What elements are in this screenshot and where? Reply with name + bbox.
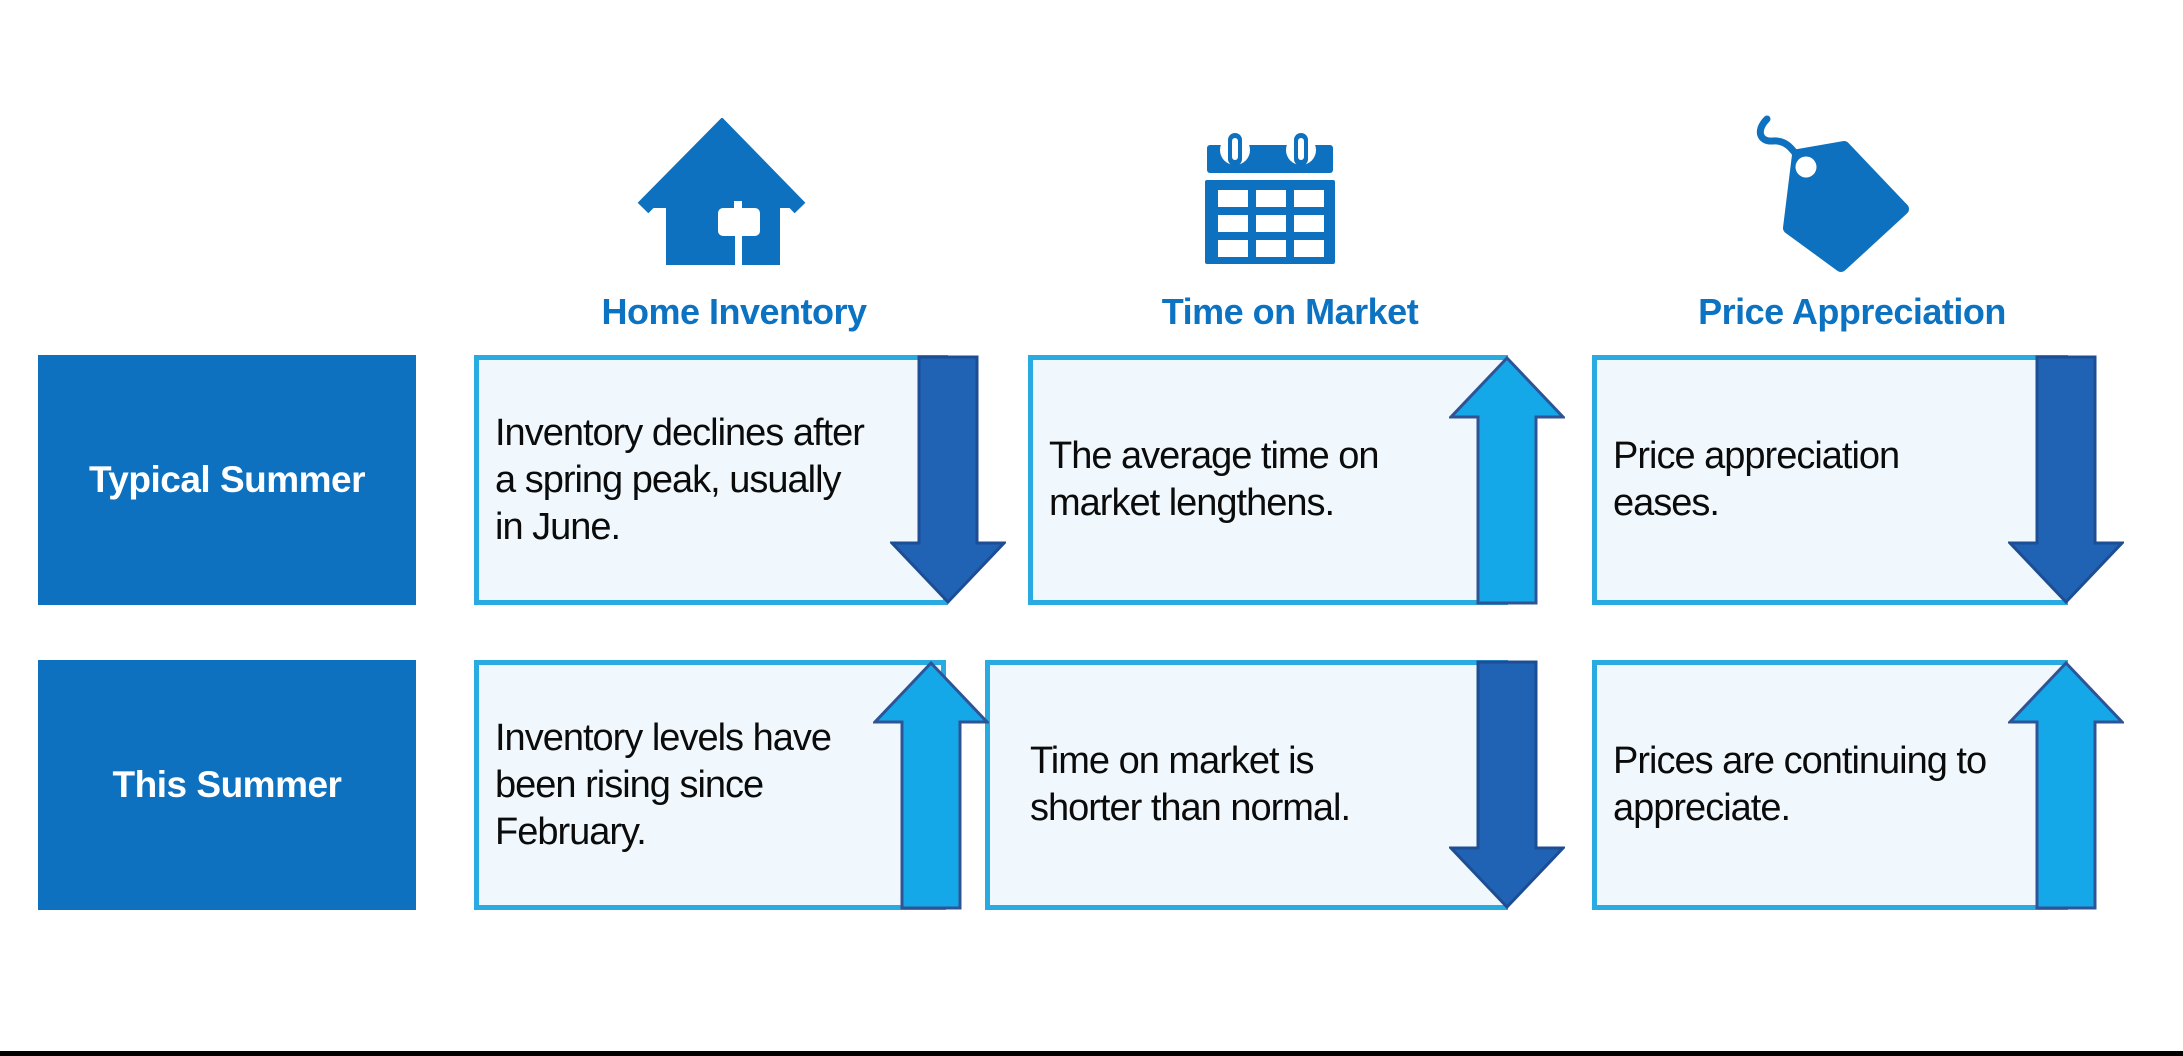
bottom-divider-line xyxy=(0,1051,2183,1056)
cell-text: Time on market is shorter than normal. xyxy=(1030,740,1351,829)
up-arrow-icon xyxy=(873,660,989,910)
cell-typical-summer-time-on-market: The average time on market lengthens. xyxy=(1028,355,1508,605)
cell-text: Inventory levels have been rising since … xyxy=(495,716,832,853)
price-tag-icon xyxy=(1756,115,1909,272)
calendar-icon xyxy=(1205,133,1335,264)
column-header-time-on-market: Time on Market xyxy=(1161,291,1419,332)
column-header-price-appreciation: Price Appreciation xyxy=(1698,291,2006,332)
house-icon xyxy=(637,118,806,265)
up-arrow-icon xyxy=(2008,660,2124,910)
cell-text: Price appreciation eases. xyxy=(1613,435,1900,524)
cell-this-summer-price-appreciation: Prices are continuing to appreciate. xyxy=(1592,660,2068,910)
cell-typical-summer-home-inventory: Inventory declines after a spring peak, … xyxy=(474,355,948,605)
cell-typical-summer-price-appreciation: Price appreciation eases. xyxy=(1592,355,2068,605)
up-arrow-icon xyxy=(1449,355,1565,605)
down-arrow-icon xyxy=(890,355,1006,605)
down-arrow-icon xyxy=(1449,660,1565,910)
cell-text: The average time on market lengthens. xyxy=(1049,435,1380,524)
row-label-this-summer: This Summer xyxy=(38,660,416,910)
cell-this-summer-time-on-market: Time on market is shorter than normal. xyxy=(985,660,1508,910)
row-label-typical-summer: Typical Summer xyxy=(38,355,416,605)
down-arrow-icon xyxy=(2008,355,2124,605)
column-header-home-inventory: Home Inventory xyxy=(601,291,867,332)
cell-text: Prices are continuing to appreciate. xyxy=(1613,740,1987,829)
cell-text: Inventory declines after a spring peak, … xyxy=(495,411,865,548)
